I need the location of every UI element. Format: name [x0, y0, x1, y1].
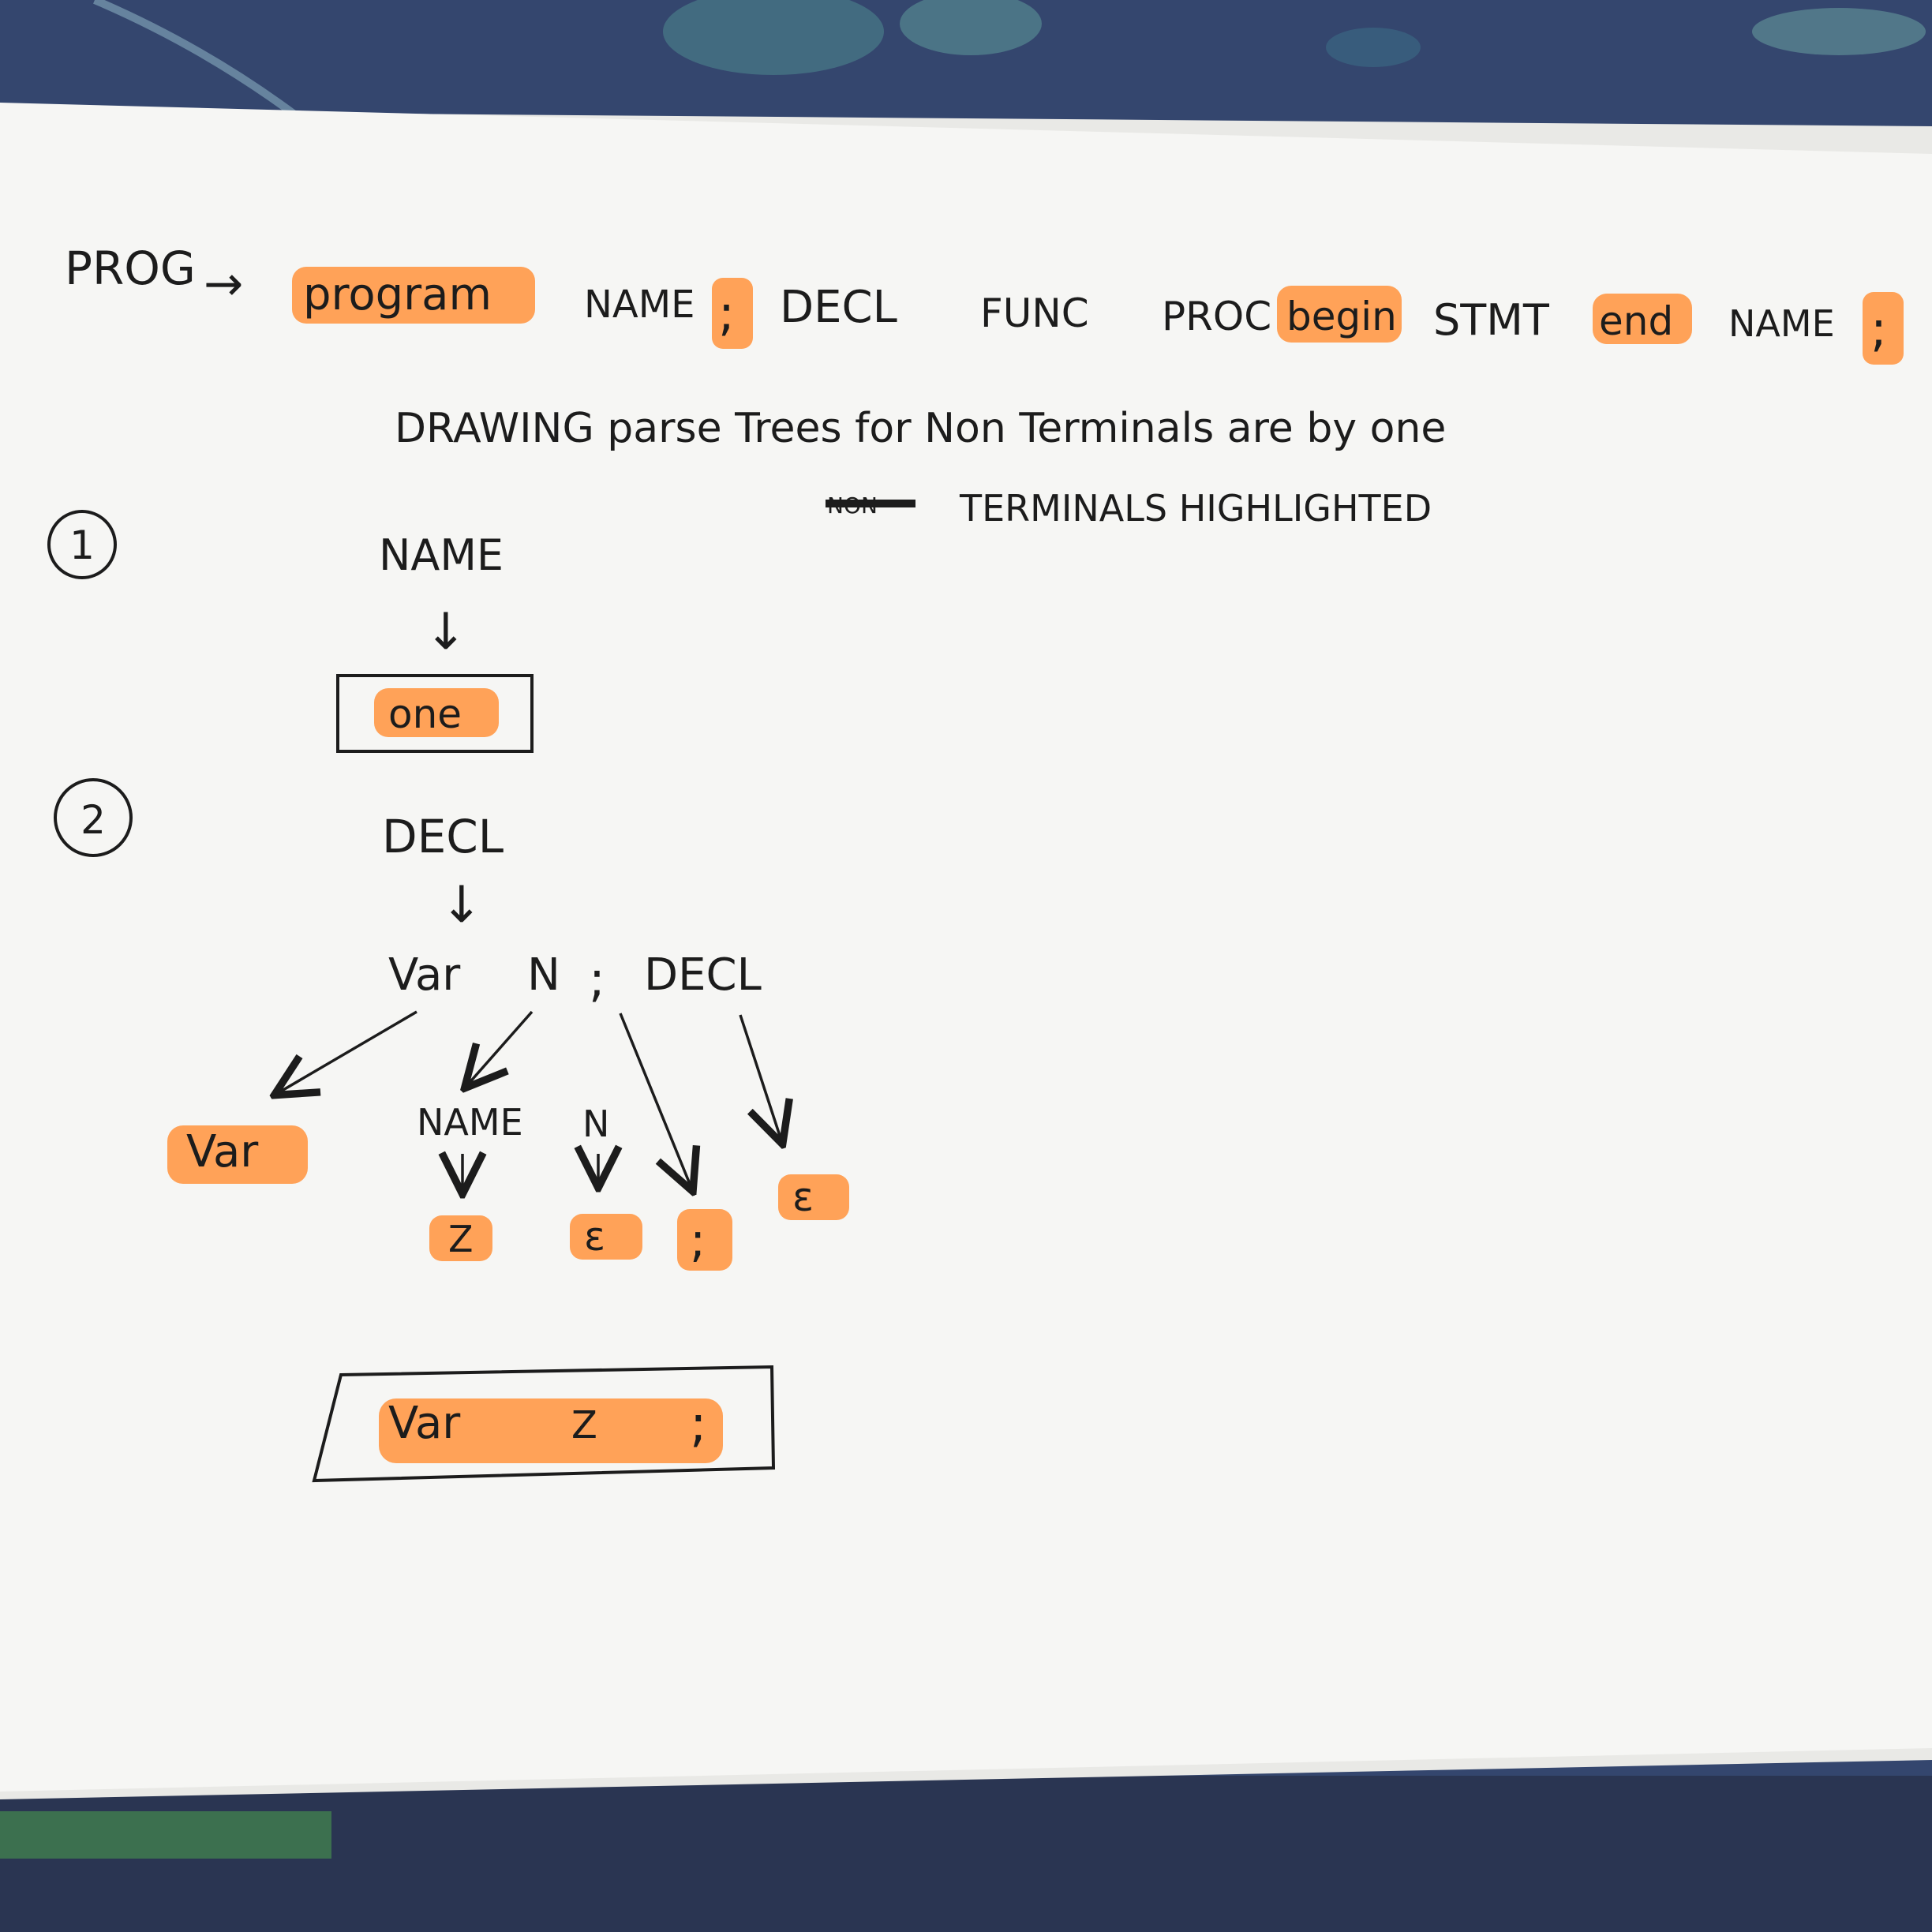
tree-2: 2 DECL ↓ Var N ; DECL Var NAME N Z ε ; ε [54, 778, 849, 1483]
token-program: program [303, 269, 492, 320]
tree-1: 1 NAME ↓ one [47, 510, 534, 753]
node-name: NAME [417, 1101, 523, 1144]
tree-2-result-box [312, 1365, 776, 1483]
expansion-semicolon: ; [589, 950, 605, 1008]
leaf-var: Var [186, 1126, 259, 1178]
token-semicolon-1: ; [718, 284, 735, 342]
grammar-rule: PROG → program NAME ; DECL FUNC PROC beg… [65, 242, 1904, 365]
tree-1-result-box [336, 674, 534, 753]
token-name-2: NAME [1728, 302, 1835, 345]
token-stmt: STMT [1433, 295, 1550, 345]
note: DRAWING parse Trees for Non Terminals ar… [395, 405, 1446, 530]
token-begin: begin [1286, 294, 1397, 339]
tree-1-number: 1 [69, 522, 95, 568]
note-line-2: TERMINALS HIGHLIGHTED [959, 487, 1432, 530]
leaf-z: Z [448, 1218, 474, 1260]
result-var: Var [388, 1398, 461, 1449]
tree-1-result: one [388, 691, 462, 737]
branch-arrows [278, 1010, 781, 1188]
fabric-pattern [93, 0, 1926, 122]
result-semicolon: ; [690, 1395, 707, 1454]
expansion-n: N [527, 949, 560, 1001]
token-name-1: NAME [584, 283, 695, 327]
grammar-lhs: PROG [65, 242, 196, 295]
paper-sheet [0, 103, 1932, 1792]
leaf-decl-epsilon: ε [792, 1174, 814, 1220]
tree-2-number: 2 [80, 797, 106, 843]
grammar-arrow: → [204, 256, 243, 312]
tree-2-root: DECL [382, 810, 504, 863]
token-semicolon-2: ; [1870, 300, 1887, 358]
token-func: FUNC [980, 290, 1089, 336]
token-decl: DECL [780, 282, 897, 333]
tree-1-number-circle [47, 510, 117, 579]
tree-1-root: NAME [379, 530, 504, 580]
tree-2-number-circle [54, 778, 133, 857]
note-line-1: DRAWING parse Trees for Non Terminals ar… [395, 405, 1446, 452]
result-z: Z [571, 1403, 597, 1447]
tree-1-arrow: ↓ [425, 603, 467, 661]
tree-2-arrow: ↓ [440, 876, 483, 934]
token-end: end [1599, 298, 1673, 344]
node-n: N [582, 1103, 609, 1145]
expansion-decl: DECL [644, 949, 762, 1001]
token-proc: PROC [1162, 294, 1271, 339]
leaf-semicolon: ; [690, 1213, 706, 1268]
green-folder-edge [0, 1811, 331, 1859]
leaf-n-epsilon: ε [584, 1214, 605, 1260]
expansion-var: Var [388, 949, 461, 1001]
